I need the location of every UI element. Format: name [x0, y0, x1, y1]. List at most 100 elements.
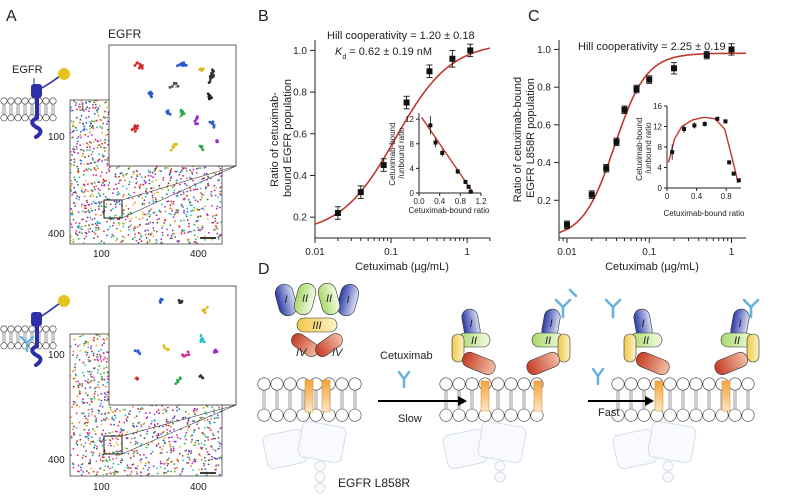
track-dot	[94, 444, 96, 447]
track-dot	[166, 464, 169, 467]
track-dot	[203, 464, 206, 467]
domain-ii-d2r-label: II	[545, 335, 551, 347]
track-dot	[96, 221, 99, 224]
track-dot	[73, 161, 76, 164]
track-dot	[146, 218, 149, 221]
track-dot	[88, 412, 91, 415]
track-dot	[125, 204, 128, 207]
track-dot	[84, 364, 87, 366]
track-dot	[118, 222, 120, 224]
track-dot	[210, 438, 213, 441]
lipid-head	[624, 377, 638, 391]
track-dot	[166, 459, 169, 462]
track-dot	[89, 195, 92, 198]
track-dot	[191, 209, 194, 212]
y-tick-label: 0.2	[293, 213, 307, 224]
track-dot	[165, 409, 168, 412]
track-dot	[189, 214, 192, 217]
track-dot	[220, 182, 222, 185]
track-dot	[217, 196, 220, 199]
track-dot	[146, 193, 149, 196]
track-dot	[152, 199, 155, 201]
track-dot	[151, 435, 154, 438]
track-dot	[114, 470, 117, 473]
track-dot	[89, 375, 92, 378]
track-dot	[72, 425, 75, 428]
track-dot	[103, 456, 105, 459]
lipid-head	[257, 377, 271, 391]
track-dot	[109, 225, 111, 228]
track-dot	[193, 429, 196, 431]
track-dot	[135, 177, 138, 180]
track-dot	[84, 188, 87, 191]
domain-i-left	[274, 283, 298, 317]
track-dot	[92, 428, 94, 431]
track-dot	[196, 236, 199, 239]
track-dot	[77, 386, 80, 389]
track-dot	[90, 168, 92, 171]
antibody-icon-a	[19, 335, 35, 353]
track-dot	[161, 188, 164, 191]
track-dot	[132, 173, 135, 176]
track-dot	[134, 201, 136, 204]
track-dot	[173, 428, 175, 431]
track-dot	[81, 232, 83, 235]
track-dot	[93, 161, 96, 164]
track-dot	[140, 235, 143, 238]
track-dot	[122, 212, 125, 215]
track-dot	[146, 241, 149, 244]
track-dot	[113, 222, 115, 224]
lipid-head	[0, 97, 8, 105]
track-dot	[93, 147, 95, 150]
track-dot	[178, 240, 181, 242]
track-dot	[102, 181, 104, 184]
track-dot	[186, 194, 188, 197]
kinase-sketch-2	[297, 420, 347, 464]
track-dot	[115, 457, 118, 460]
lipid-head	[21, 97, 29, 105]
track-path	[202, 307, 208, 314]
track-dot	[105, 366, 108, 369]
track-dot	[216, 414, 219, 416]
track-dot	[88, 356, 90, 359]
track-dot	[72, 403, 75, 406]
track-dot	[96, 445, 98, 448]
track-dot	[170, 470, 172, 473]
track-dot	[72, 145, 75, 148]
track-dot	[130, 437, 133, 440]
inset-y-tick-label: 16	[653, 102, 662, 111]
track-dot	[149, 241, 152, 243]
lipid-head	[335, 377, 349, 391]
track-dot	[180, 193, 183, 196]
track-dot	[137, 241, 140, 244]
track-dot	[83, 195, 86, 198]
track-dot	[157, 434, 160, 436]
panel-d: D I I II	[257, 261, 760, 494]
y-tick-label: 1.0	[293, 46, 307, 57]
track-dot	[145, 181, 147, 184]
track-dot	[94, 387, 96, 390]
track-dot	[99, 355, 102, 358]
track-dot	[94, 213, 97, 216]
track-dot	[183, 442, 186, 445]
track-dot	[92, 354, 95, 357]
antibody-icon-bound-3	[742, 298, 760, 319]
track-dot	[166, 234, 169, 237]
track-dot	[217, 416, 220, 419]
x-tick-label: 0.01	[305, 247, 325, 258]
track-dot	[70, 213, 72, 216]
track-dot	[97, 192, 100, 195]
track-dot	[157, 191, 159, 194]
track-dot	[116, 218, 119, 221]
panel-a-label: A	[6, 8, 17, 25]
chart-c-points	[563, 43, 735, 230]
track-dot	[159, 446, 162, 449]
track-dot	[78, 105, 80, 108]
track-dot	[76, 195, 79, 198]
track-dot	[70, 128, 72, 131]
track-dot	[217, 441, 220, 443]
track-dot	[169, 177, 172, 180]
track-dot	[106, 351, 108, 353]
track-dot	[78, 108, 81, 110]
